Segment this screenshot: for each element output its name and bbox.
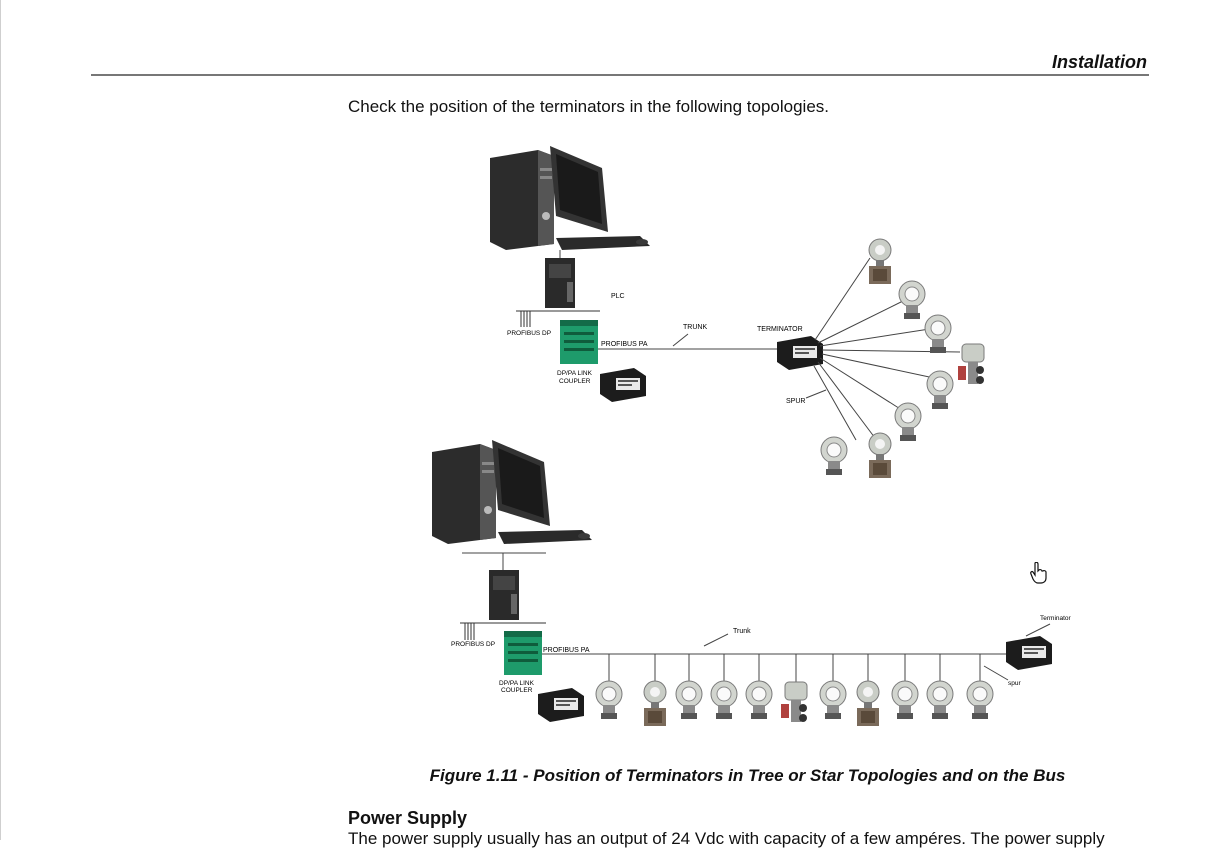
section-heading: Power Supply (348, 808, 468, 828)
transmitter-icon (595, 680, 623, 720)
transmitter-icon (868, 432, 892, 479)
label-profibus-pa: PROFIBUS PA (543, 647, 590, 654)
transmitter-icon (710, 680, 738, 720)
coupler-icon (560, 320, 598, 364)
label-terminator: TERMINATOR (757, 326, 803, 333)
label-profibus-pa: PROFIBUS PA (601, 341, 648, 348)
label-trunk: TRUNK (683, 324, 707, 331)
terminator-icon (538, 688, 584, 722)
transmitter-icon (898, 280, 926, 320)
transmitter-icon (926, 370, 954, 410)
plc-icon (489, 570, 519, 620)
valve-positioner-icon (957, 343, 985, 385)
label-spur: spur (1008, 680, 1021, 687)
bus-terminator-icon (1006, 636, 1052, 670)
figure-caption: Figure 1.11 - Position of Terminators in… (429, 766, 1066, 785)
transmitter-icon (891, 680, 919, 720)
computer-icon (432, 440, 592, 544)
transmitter-icon (856, 680, 880, 727)
label-plc: PLC (611, 293, 625, 300)
transmitter-icon (643, 680, 667, 727)
terminator-icon (600, 368, 646, 402)
label-spur: SPUR (786, 398, 805, 405)
transmitter-icon (819, 680, 847, 720)
plc-icon (545, 258, 575, 308)
transmitter-icon (820, 436, 848, 476)
transmitter-icon (745, 680, 773, 720)
transmitter-icon (966, 680, 994, 720)
label-trunk: Trunk (733, 628, 751, 635)
transmitter-icon (926, 680, 954, 720)
label-coupler-1: DP/PA LINK (499, 680, 535, 687)
header-rule (91, 74, 1149, 76)
label-coupler-1: DP/PA LINK (557, 370, 593, 377)
hand-pointer-icon (1030, 562, 1047, 584)
label-terminator: Terminator (1040, 615, 1072, 622)
page-edge (0, 0, 1, 840)
spur-lines (813, 257, 961, 441)
label-profibus-dp: PROFIBUS DP (507, 330, 551, 337)
header-title: Installation (1051, 52, 1147, 72)
star-terminator-icon (777, 336, 823, 370)
drop-lines (608, 654, 981, 682)
tree-topology: PLC PROFIBUS DP DP/PA LINK COUPLER PROFI… (490, 146, 985, 479)
coupler-icon (504, 631, 542, 675)
label-coupler-2: COUPLER (559, 378, 591, 385)
valve-positioner-icon (780, 681, 808, 723)
intro-text: Check the position of the terminators in… (348, 97, 829, 116)
transmitter-icon (868, 238, 892, 285)
transmitter-icon (894, 402, 922, 442)
transmitter-icon (675, 680, 703, 720)
label-profibus-dp: PROFIBUS DP (451, 641, 495, 648)
computer-icon (490, 146, 650, 250)
bus-topology: PROFIBUS DP DP/PA LINK COUPLER PROFIBUS … (432, 440, 1072, 727)
label-coupler-2: COUPLER (501, 687, 533, 694)
section-text: The power supply usually has an output o… (348, 829, 1105, 848)
transmitter-icon (924, 314, 952, 354)
